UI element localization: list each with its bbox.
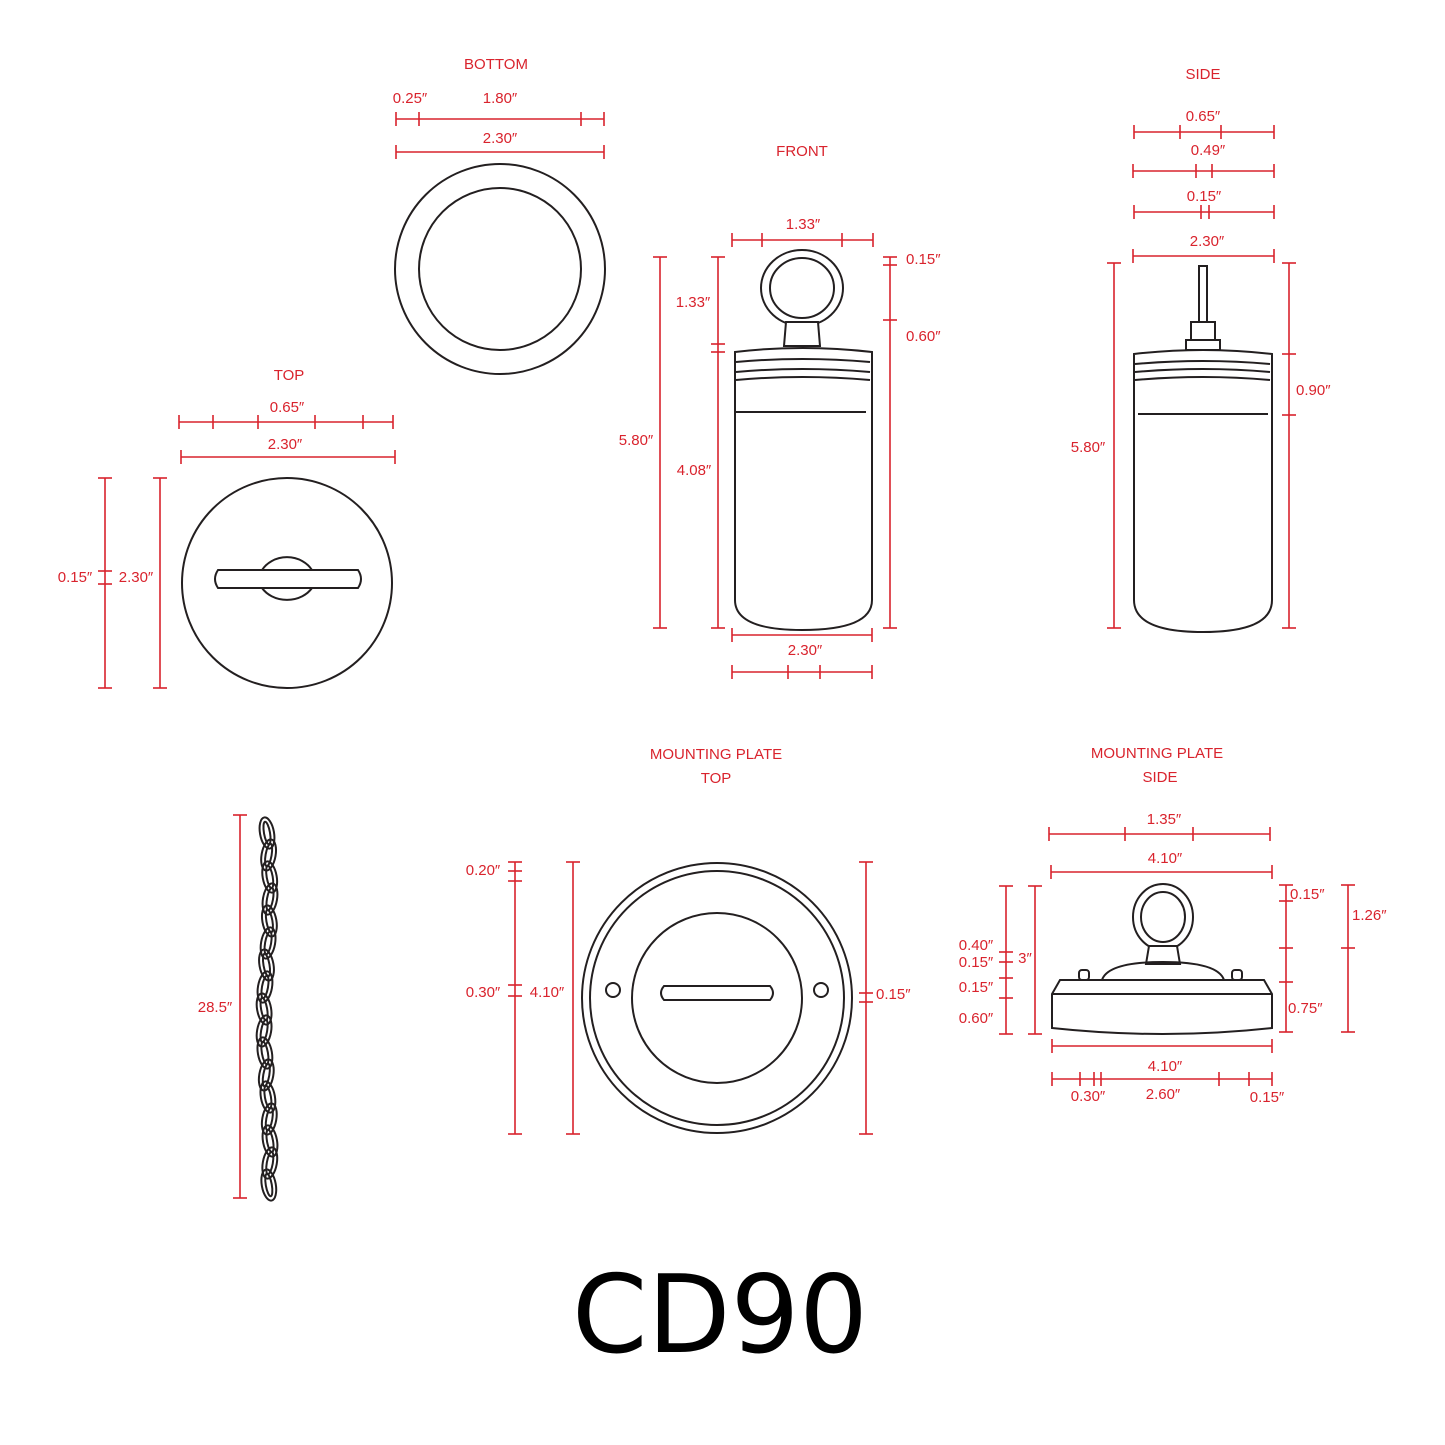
mounting-plate-side-title-line2: SIDE (1142, 769, 1177, 786)
side-view-title: SIDE (1185, 66, 1220, 83)
bottom-view-title: BOTTOM (464, 56, 528, 73)
dim-label: 4.10″ (1148, 850, 1183, 867)
bottom-inner-circle (418, 187, 582, 351)
chain-links (255, 816, 279, 1202)
chain-dimension-line (233, 814, 247, 1199)
chain-view: 28.5″ (198, 814, 279, 1202)
dim-label: 4.08″ (677, 462, 712, 479)
chain-link (258, 816, 276, 850)
side-dimension-lines (1107, 125, 1296, 629)
dim-label: 2.60″ (1146, 1086, 1181, 1103)
dim-label: 2.30″ (1190, 233, 1225, 250)
chain-link-inner (265, 1128, 275, 1154)
chain-link-inner (264, 1172, 274, 1198)
chain-link (259, 926, 277, 960)
front-view-title: FRONT (776, 143, 828, 160)
mounting-top-dimension-lines (508, 861, 873, 1135)
dim-label: 0.15″ (959, 954, 994, 971)
dim-label: 0.40″ (959, 937, 994, 954)
chain-link (261, 860, 279, 894)
top-view: TOP 0.65″ 2.30″ 0.15″ 2.30″ (58, 367, 396, 689)
mounting-plate-top-title-line1: MOUNTING PLATE (650, 746, 782, 763)
dim-label: 1.35″ (1147, 811, 1182, 828)
dim-label: 0.60″ (959, 1010, 994, 1027)
dim-label: 1.33″ (786, 216, 821, 233)
mounting-top-outline (581, 862, 853, 1134)
dim-label: 0.15″ (959, 979, 994, 996)
dim-label: 0.15″ (906, 251, 941, 268)
bottom-view: BOTTOM 0.25″ 1.80″ 2.30″ (393, 56, 606, 375)
side-view: SIDE (1071, 66, 1331, 634)
dim-label: 2.30″ (268, 436, 303, 453)
dim-label: 0.15″ (1290, 886, 1325, 903)
dim-label: 0.30″ (1071, 1088, 1106, 1105)
dim-label: 0.49″ (1191, 142, 1226, 159)
mounting-plate-top-view: MOUNTING PLATE TOP 0.20″ 0.30″ 4.10″ 0.1… (466, 746, 911, 1135)
mounting-plate-top-title-line2: TOP (701, 770, 732, 787)
front-dimension-lines (653, 233, 897, 679)
dim-label: 4.10″ (1148, 1058, 1183, 1075)
dim-label: 0.15″ (1250, 1089, 1285, 1106)
dim-label: 3″ (1018, 950, 1032, 967)
dim-label: 0.25″ (393, 90, 428, 107)
dim-label: 0.20″ (466, 862, 501, 879)
chain-link (259, 1080, 277, 1114)
dim-label: 0.15″ (876, 986, 911, 1003)
mounting-side-outline (1051, 883, 1273, 1035)
dim-label: 0.90″ (1296, 382, 1331, 399)
dim-label: 1.33″ (676, 294, 711, 311)
dim-label: 0.15″ (1187, 188, 1222, 205)
side-fixture-outline (1133, 265, 1273, 634)
mounting-side-dimension-lines (999, 827, 1355, 1086)
dim-label: 4.10″ (530, 984, 565, 1001)
bottom-top-dimension-line (395, 112, 605, 159)
dim-label: 2.30″ (119, 569, 154, 586)
top-dimension-lines (98, 415, 396, 689)
dim-label: 2.30″ (483, 130, 518, 147)
dim-label: 0.65″ (270, 399, 305, 416)
dim-label: 5.80″ (619, 432, 654, 449)
mounting-plate-side-view: MOUNTING PLATE SIDE (959, 745, 1387, 1106)
dim-label: 0.65″ (1186, 108, 1221, 125)
dim-label: 0.30″ (466, 984, 501, 1001)
dim-label: 1.80″ (483, 90, 518, 107)
top-fixture-outline (181, 477, 393, 689)
front-fixture-outline (734, 249, 873, 632)
chain-link (260, 1168, 278, 1202)
chain-link (261, 1146, 279, 1180)
chain-link (256, 1036, 274, 1070)
dim-label: 0.15″ (58, 569, 93, 586)
top-view-title: TOP (274, 367, 305, 384)
front-view: FRONT (619, 143, 941, 679)
dim-label: 0.60″ (906, 328, 941, 345)
dim-label: 28.5″ (198, 999, 233, 1016)
model-name: CD90 (572, 1253, 868, 1378)
bottom-outer-circle (394, 163, 606, 375)
chain-link (261, 882, 279, 916)
mounting-plate-side-title-line1: MOUNTING PLATE (1091, 745, 1223, 762)
dim-label: 2.30″ (788, 642, 823, 659)
chain-link (256, 970, 274, 1004)
dim-label: 0.75″ (1288, 1000, 1323, 1017)
dim-label: 1.26″ (1352, 907, 1387, 924)
dim-label: 5.80″ (1071, 439, 1106, 456)
